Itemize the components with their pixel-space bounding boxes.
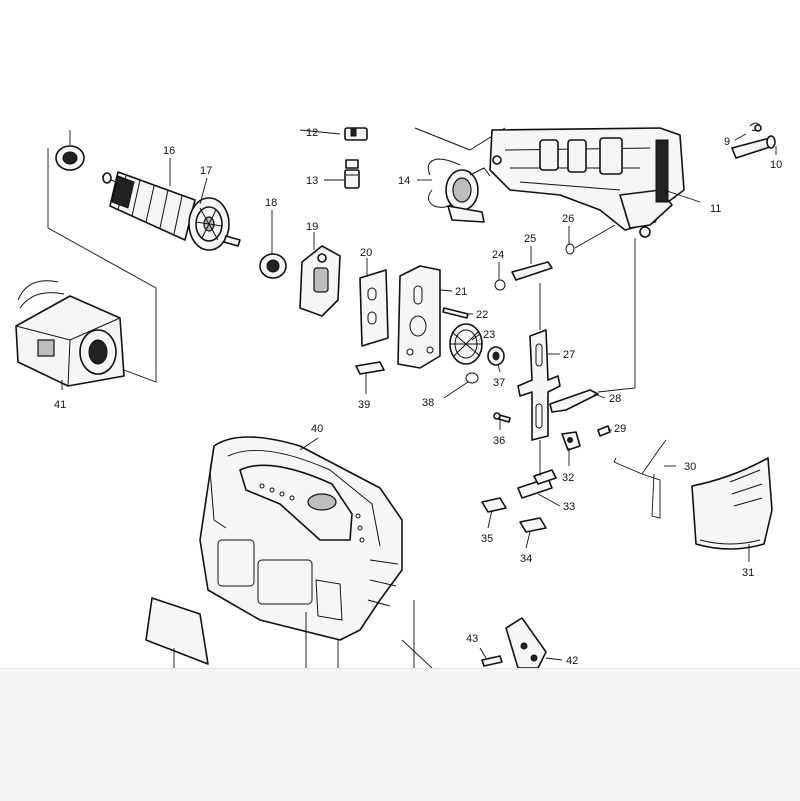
part-24-ring bbox=[494, 279, 506, 291]
part-28-wedge bbox=[549, 389, 599, 413]
callout-labels: 9 10 11 12 13 14 16 17 18 19 20 21 22 23… bbox=[54, 127, 782, 667]
callout-37: 37 bbox=[493, 377, 505, 389]
part-27-plunger bbox=[517, 329, 561, 441]
part-38-clip bbox=[465, 372, 479, 384]
part-19-bracket bbox=[299, 245, 341, 317]
part-37-bushing bbox=[487, 346, 505, 366]
part-41-field bbox=[15, 280, 125, 387]
empty-bottom-area bbox=[0, 668, 800, 801]
callout-16: 16 bbox=[163, 145, 175, 157]
callout-12: 12 bbox=[306, 127, 318, 139]
part-9-10-pin bbox=[731, 122, 776, 159]
part-16-17-armature bbox=[101, 171, 241, 251]
callout-28: 28 bbox=[609, 393, 621, 405]
callout-33: 33 bbox=[563, 501, 575, 513]
callout-10: 10 bbox=[770, 159, 782, 171]
part-26-ring bbox=[565, 243, 575, 255]
part-36-screw bbox=[493, 412, 511, 423]
part-22-pin bbox=[442, 307, 469, 319]
part-32-holder bbox=[561, 431, 581, 451]
part-14-switch bbox=[427, 158, 491, 223]
part-13-carbon-brush bbox=[344, 159, 360, 189]
part-23-gear bbox=[449, 323, 483, 365]
callout-13: 13 bbox=[306, 175, 318, 187]
callout-25: 25 bbox=[524, 233, 536, 245]
diagram-canvas: 9 10 11 12 13 14 16 17 18 19 20 21 22 23… bbox=[15, 122, 783, 668]
part-25-pad bbox=[511, 261, 553, 281]
callout-43: 43 bbox=[466, 633, 478, 645]
callout-32: 32 bbox=[562, 472, 574, 484]
part-35-pad bbox=[481, 497, 507, 513]
part-18-bearing bbox=[259, 253, 287, 279]
part-15-bearing bbox=[55, 145, 85, 171]
callout-38: 38 bbox=[422, 397, 434, 409]
part-42-lever bbox=[505, 617, 547, 668]
callout-41: 41 bbox=[54, 399, 66, 411]
callout-17: 17 bbox=[200, 165, 212, 177]
part-31-shield bbox=[691, 457, 773, 550]
callout-31: 31 bbox=[742, 567, 754, 579]
callout-22: 22 bbox=[476, 309, 488, 321]
callout-11: 11 bbox=[710, 203, 721, 215]
callout-36: 36 bbox=[493, 435, 505, 447]
callout-35: 35 bbox=[481, 533, 493, 545]
part-30-wire bbox=[613, 439, 667, 519]
callout-23: 23 bbox=[483, 329, 495, 341]
part-33-pad bbox=[517, 469, 557, 499]
callout-9: 9 bbox=[724, 136, 730, 148]
callout-42: 42 bbox=[566, 655, 578, 667]
part-20-plate bbox=[359, 269, 389, 347]
callout-29: 29 bbox=[614, 423, 626, 435]
callout-21: 21 bbox=[455, 286, 467, 298]
part-29-screw bbox=[597, 425, 611, 437]
part-21-guide-plate bbox=[397, 265, 441, 369]
part-43-pin bbox=[481, 655, 503, 667]
callout-26: 26 bbox=[562, 213, 574, 225]
callout-24: 24 bbox=[492, 249, 504, 261]
callout-40: 40 bbox=[311, 423, 323, 435]
callout-27: 27 bbox=[563, 349, 575, 361]
callout-20: 20 bbox=[360, 247, 372, 259]
part-12-brush-holder bbox=[344, 127, 368, 141]
label-plate bbox=[145, 597, 209, 665]
part-40-handle-housing bbox=[199, 436, 403, 641]
callout-30: 30 bbox=[684, 461, 696, 473]
callout-34: 34 bbox=[520, 553, 532, 565]
callout-18: 18 bbox=[265, 197, 277, 209]
callout-14: 14 bbox=[398, 175, 410, 187]
leader-lines bbox=[47, 129, 777, 668]
part-11-housing bbox=[414, 127, 685, 238]
part-34-pad bbox=[519, 517, 547, 533]
part-39-plate bbox=[355, 361, 385, 375]
callout-39: 39 bbox=[358, 399, 370, 411]
callout-19: 19 bbox=[306, 221, 318, 233]
